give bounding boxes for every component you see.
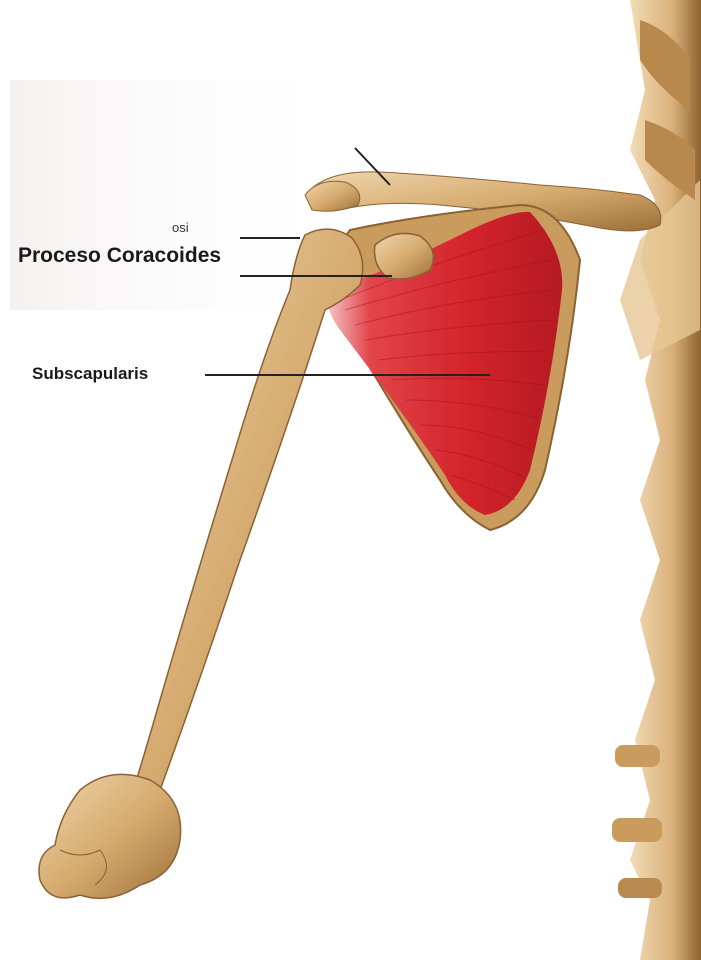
coracoid-process-label: Proceso Coracoides: [18, 244, 221, 268]
partial-label: osi: [172, 220, 189, 235]
humerus: [130, 229, 363, 801]
subscapularis-label: Subscapularis: [32, 364, 148, 384]
coracoid-process: [375, 233, 434, 279]
spine: [612, 0, 701, 960]
humerus-distal-end: [39, 774, 181, 898]
